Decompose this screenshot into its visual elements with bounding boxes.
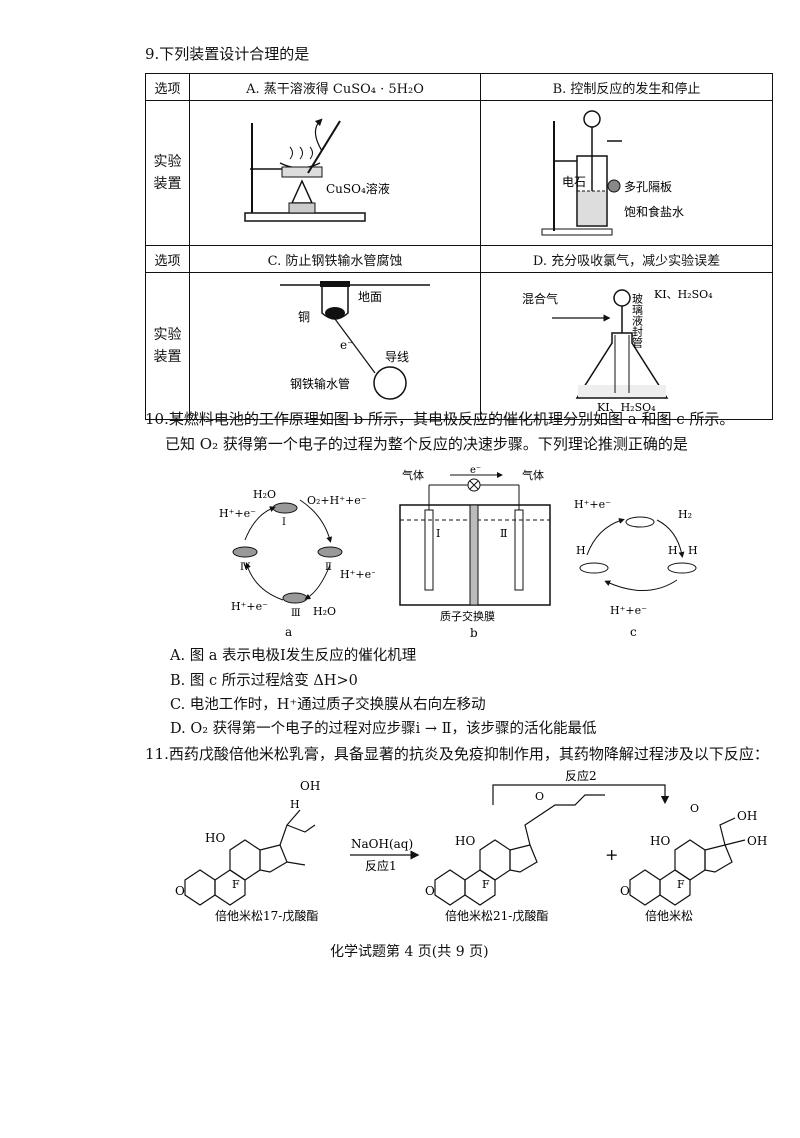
m1-f: F xyxy=(232,878,240,891)
a-hplus-bottom: H⁺+e⁻ xyxy=(231,600,268,613)
reagent-bottom-label: KI、H₂SO₄ xyxy=(597,401,656,414)
apparatus-a: CuSO₄溶液 xyxy=(189,100,481,246)
option-b-title: B. 控制反应的发生和停止 xyxy=(480,73,773,101)
row-label-2: 实验装置 xyxy=(145,272,190,420)
choice-c[interactable]: C. 电池工作时，H⁺通过质子交换膜从右向左移动 xyxy=(170,697,486,713)
m3-o-keto: O xyxy=(690,802,699,815)
q10-stem-line1: 10.某燃料电池的工作原理如图 b 所示，其电极反应的催化机理分别如图 a 和图… xyxy=(145,410,735,428)
m3-f: F xyxy=(677,878,685,891)
m3-name: 倍他米松 xyxy=(645,908,693,923)
row-label-1: 实验装置 xyxy=(145,100,190,246)
c-caption: c xyxy=(630,625,637,639)
figure-a-catalytic-cycle: H₂O H⁺+e⁻ O₂+H⁺+e⁻ H⁺+e⁻ H⁺+e⁻ H₂O Ⅰ Ⅱ Ⅲ… xyxy=(219,488,375,639)
wire-label: 导线 xyxy=(385,350,409,364)
c-h-left: H xyxy=(576,544,586,557)
choice-d[interactable]: D. O₂ 获得第一个电子的过程对应步骤ⅰ → Ⅱ，该步骤的活化能最低 xyxy=(170,721,597,737)
q10-stem-line2: 已知 O₂ 获得第一个电子的过程为整个反应的决速步骤。下列理论推测正确的是 xyxy=(165,435,688,453)
porous-plate-label: 多孔隔板 xyxy=(624,180,672,194)
choice-b[interactable]: B. 图 c 所示过程焓变 ΔH>0 xyxy=(170,673,358,689)
m3-oh-top: OH xyxy=(737,809,757,823)
m1-o: O xyxy=(175,884,185,898)
reagent-label: NaOH(aq) xyxy=(351,837,413,851)
m1-h: H xyxy=(290,798,300,811)
cuso4-solution-label: CuSO₄溶液 xyxy=(326,181,390,196)
seal-tube-label: 玻璃液封管 xyxy=(630,293,643,349)
m3-oh-side: OH xyxy=(747,834,767,848)
reagent-top-label: KI、H₂SO₄ xyxy=(654,288,713,301)
evaporation-apparatus-drawing: CuSO₄溶液 xyxy=(244,118,390,222)
a-step-2: Ⅱ xyxy=(325,562,332,573)
kipp-apparatus-drawing: 电石 多孔隔板 饱和食盐水 xyxy=(541,110,684,236)
figure-b-fuel-cell: e⁻ 气体 气体 Ⅰ Ⅱ 质子交换膜 b xyxy=(399,465,551,640)
b-electron: e⁻ xyxy=(470,465,481,476)
b-membrane: 质子交换膜 xyxy=(440,609,495,623)
m3-ho: HO xyxy=(650,834,670,848)
carbide-label: 电石 xyxy=(562,175,586,189)
apparatus-b: 电石 多孔隔板 饱和食盐水 xyxy=(480,100,773,246)
header-label-1: 选项 xyxy=(145,73,190,101)
q9-options-table: 选项 A. 蒸干溶液得 CuSO₄ · 5H₂O B. 控制反应的发生和停止 实… xyxy=(145,73,773,420)
m3-o: O xyxy=(620,884,630,898)
electron-label: e⁻ xyxy=(340,338,353,352)
chlorine-absorption-drawing: 混合气 玻璃液封管 KI、H₂SO₄ KI、H₂SO₄ xyxy=(522,288,713,414)
q9-stem: 9.下列装置设计合理的是 xyxy=(145,45,310,63)
b-caption: b xyxy=(470,626,478,640)
copper-label: 铜 xyxy=(298,309,310,324)
ground-label: 地面 xyxy=(358,290,382,304)
m1-ho: HO xyxy=(205,831,225,845)
figure-c-catalytic-cycle: H⁺+e⁻ H₂ H H H H⁺+e⁻ c xyxy=(574,498,698,639)
header-label-2: 选项 xyxy=(145,245,190,273)
m1-oh: OH xyxy=(300,779,320,793)
a-step-1: Ⅰ xyxy=(282,517,286,528)
a-caption: a xyxy=(285,625,292,639)
pipe-protection-drawing: 地面 铜 e⁻ 导线 钢铁输水管 xyxy=(280,281,430,400)
b-electrode-1: Ⅰ xyxy=(436,527,440,540)
c-hplus-top: H⁺+e⁻ xyxy=(574,498,611,511)
a-step-4: Ⅳ xyxy=(240,562,251,573)
m2-o-ester: O xyxy=(535,790,544,803)
reaction2-label: 反应2 xyxy=(565,770,597,783)
c-hplus-bottom: H⁺+e⁻ xyxy=(610,604,647,617)
m1-name: 倍他米松17-戊酸酯 xyxy=(215,908,318,923)
option-c-title: C. 防止钢铁输水管腐蚀 xyxy=(189,245,481,273)
c-h2: H₂ xyxy=(678,508,692,521)
a-h2o-top: H₂O xyxy=(253,488,276,501)
c-h-right-1: H xyxy=(668,544,678,557)
c-h-right-2: H xyxy=(688,544,698,557)
apparatus-c: 地面 铜 e⁻ 导线 钢铁输水管 xyxy=(189,272,481,420)
b-gas-right: 气体 xyxy=(522,468,544,482)
b-gas-left: 气体 xyxy=(402,468,424,482)
apparatus-d: 混合气 玻璃液封管 KI、H₂SO₄ KI、H₂SO₄ xyxy=(480,272,773,420)
q11-reaction-scheme: O HO F OH H 倍他米松17-戊酸酯 NaOH(aq) 反应1 反应2 … xyxy=(175,770,767,923)
m2-ho: HO xyxy=(455,834,475,848)
a-hplus-right: H⁺+e⁻ xyxy=(340,568,375,581)
q11-stem: 11.西药戊酸倍他米松乳膏，具备显著的抗炎及免疫抑制作用，其药物降解过程涉及以下… xyxy=(145,745,769,763)
pipe-label: 钢铁输水管 xyxy=(290,376,350,391)
plus-sign: + xyxy=(605,845,618,864)
a-hplus-left: H⁺+e⁻ xyxy=(219,507,256,520)
option-d-title: D. 充分吸收氯气，减少实验误差 xyxy=(480,245,773,273)
brine-label: 饱和食盐水 xyxy=(624,204,684,219)
reaction1-label: 反应1 xyxy=(365,858,397,873)
m2-name: 倍他米松21-戊酸酯 xyxy=(445,908,548,923)
m2-f: F xyxy=(482,878,490,891)
a-o2-right: O₂+H⁺+e⁻ xyxy=(307,494,367,507)
choice-a[interactable]: A. 图 a 表示电极Ⅰ发生反应的催化机理 xyxy=(170,648,417,664)
a-h2o-bottom: H₂O xyxy=(313,605,336,618)
option-a-title: A. 蒸干溶液得 CuSO₄ · 5H₂O xyxy=(189,73,481,101)
b-electrode-2: Ⅱ xyxy=(500,527,507,540)
mixed-gas-label: 混合气 xyxy=(522,291,558,306)
a-step-3: Ⅲ xyxy=(291,608,301,619)
page-footer: 化学试题第 4 页(共 9 页) xyxy=(330,944,489,960)
m2-o: O xyxy=(425,884,435,898)
